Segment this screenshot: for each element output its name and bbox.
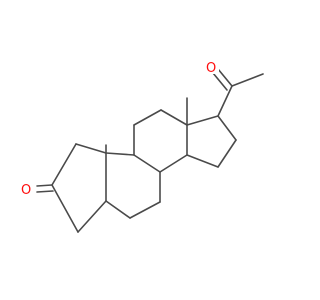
bond [160, 109, 188, 126]
bond [217, 68, 233, 87]
bond [217, 115, 237, 141]
atom-label-layer: O O [18, 58, 219, 198]
bond [105, 152, 135, 156]
bond-layer [36, 68, 264, 233]
bond [51, 184, 79, 233]
bond [36, 190, 54, 193]
bond [186, 154, 219, 168]
bond [36, 184, 53, 187]
molecular-structure-diagram: O O [18, 58, 264, 233]
bond [129, 201, 161, 219]
structure-canvas: O O [18, 58, 264, 233]
atom-label-background [203, 58, 219, 74]
bond [105, 200, 131, 219]
ketone-oxygen-label: O [21, 183, 31, 198]
bond [231, 73, 264, 87]
bond [186, 115, 219, 126]
bond [133, 109, 162, 126]
bond [51, 143, 77, 186]
bond [217, 139, 237, 168]
atom-label-background [18, 180, 34, 196]
bond [75, 143, 107, 154]
bond [217, 85, 233, 117]
bond [77, 200, 107, 233]
bond [133, 154, 161, 173]
acetyl-oxygen-label: O [206, 61, 216, 76]
bond [159, 154, 188, 173]
bond [212, 72, 228, 91]
